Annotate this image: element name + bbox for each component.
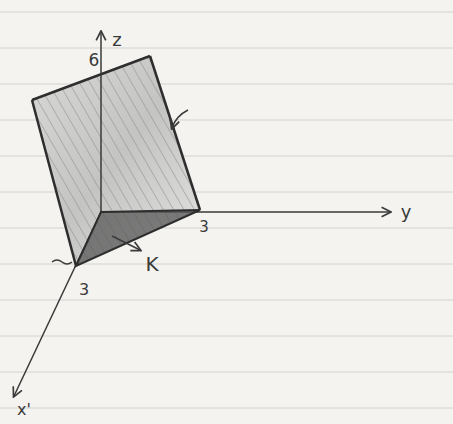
axis-label: x'	[17, 402, 31, 418]
region-label: K	[145, 254, 158, 274]
base-triangle	[76, 210, 200, 266]
pointer-arrows	[52, 110, 188, 264]
dimension-label: 6	[89, 52, 100, 69]
axis-label: z	[112, 31, 121, 49]
ruled-lines	[0, 12, 453, 408]
plane-surface	[32, 56, 200, 266]
axes	[14, 32, 390, 396]
axis-label: y	[401, 203, 412, 221]
dimension-label: 3	[199, 220, 209, 235]
dimension-label: 3	[79, 282, 89, 298]
